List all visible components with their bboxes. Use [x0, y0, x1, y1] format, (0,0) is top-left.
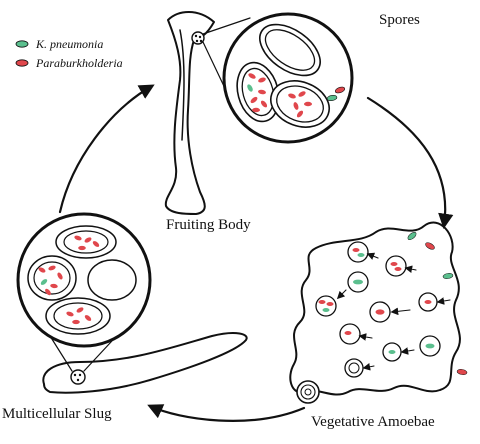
arrow-spores-to-amoebae	[366, 96, 454, 230]
spores-zoom	[222, 12, 354, 144]
cycle-arrows	[58, 84, 454, 422]
legend: K. pneumonia Paraburkholderia	[15, 37, 123, 70]
legend-label-k-pneumonia: K. pneumonia	[35, 37, 103, 51]
legend-label-paraburkholderia: Paraburkholderia	[35, 56, 123, 70]
slug-zoom	[16, 212, 152, 348]
green-bacterium-icon	[15, 40, 29, 48]
label-vegetative-amoebae: Vegetative Amoebae	[311, 414, 435, 430]
red-bacterium-icon	[15, 59, 29, 67]
legend-item-paraburkholderia: Paraburkholderia	[15, 56, 123, 70]
vegetative-amoebae	[289, 221, 468, 404]
label-multicellular-slug: Multicellular Slug	[2, 406, 112, 422]
label-fruiting-body: Fruiting Body	[166, 217, 251, 233]
legend-item-k-pneumonia: K. pneumonia	[15, 37, 103, 51]
arrow-amoebae-to-slug	[147, 404, 306, 422]
arrow-slug-to-fruiting	[58, 84, 155, 214]
label-spores: Spores	[379, 12, 420, 28]
